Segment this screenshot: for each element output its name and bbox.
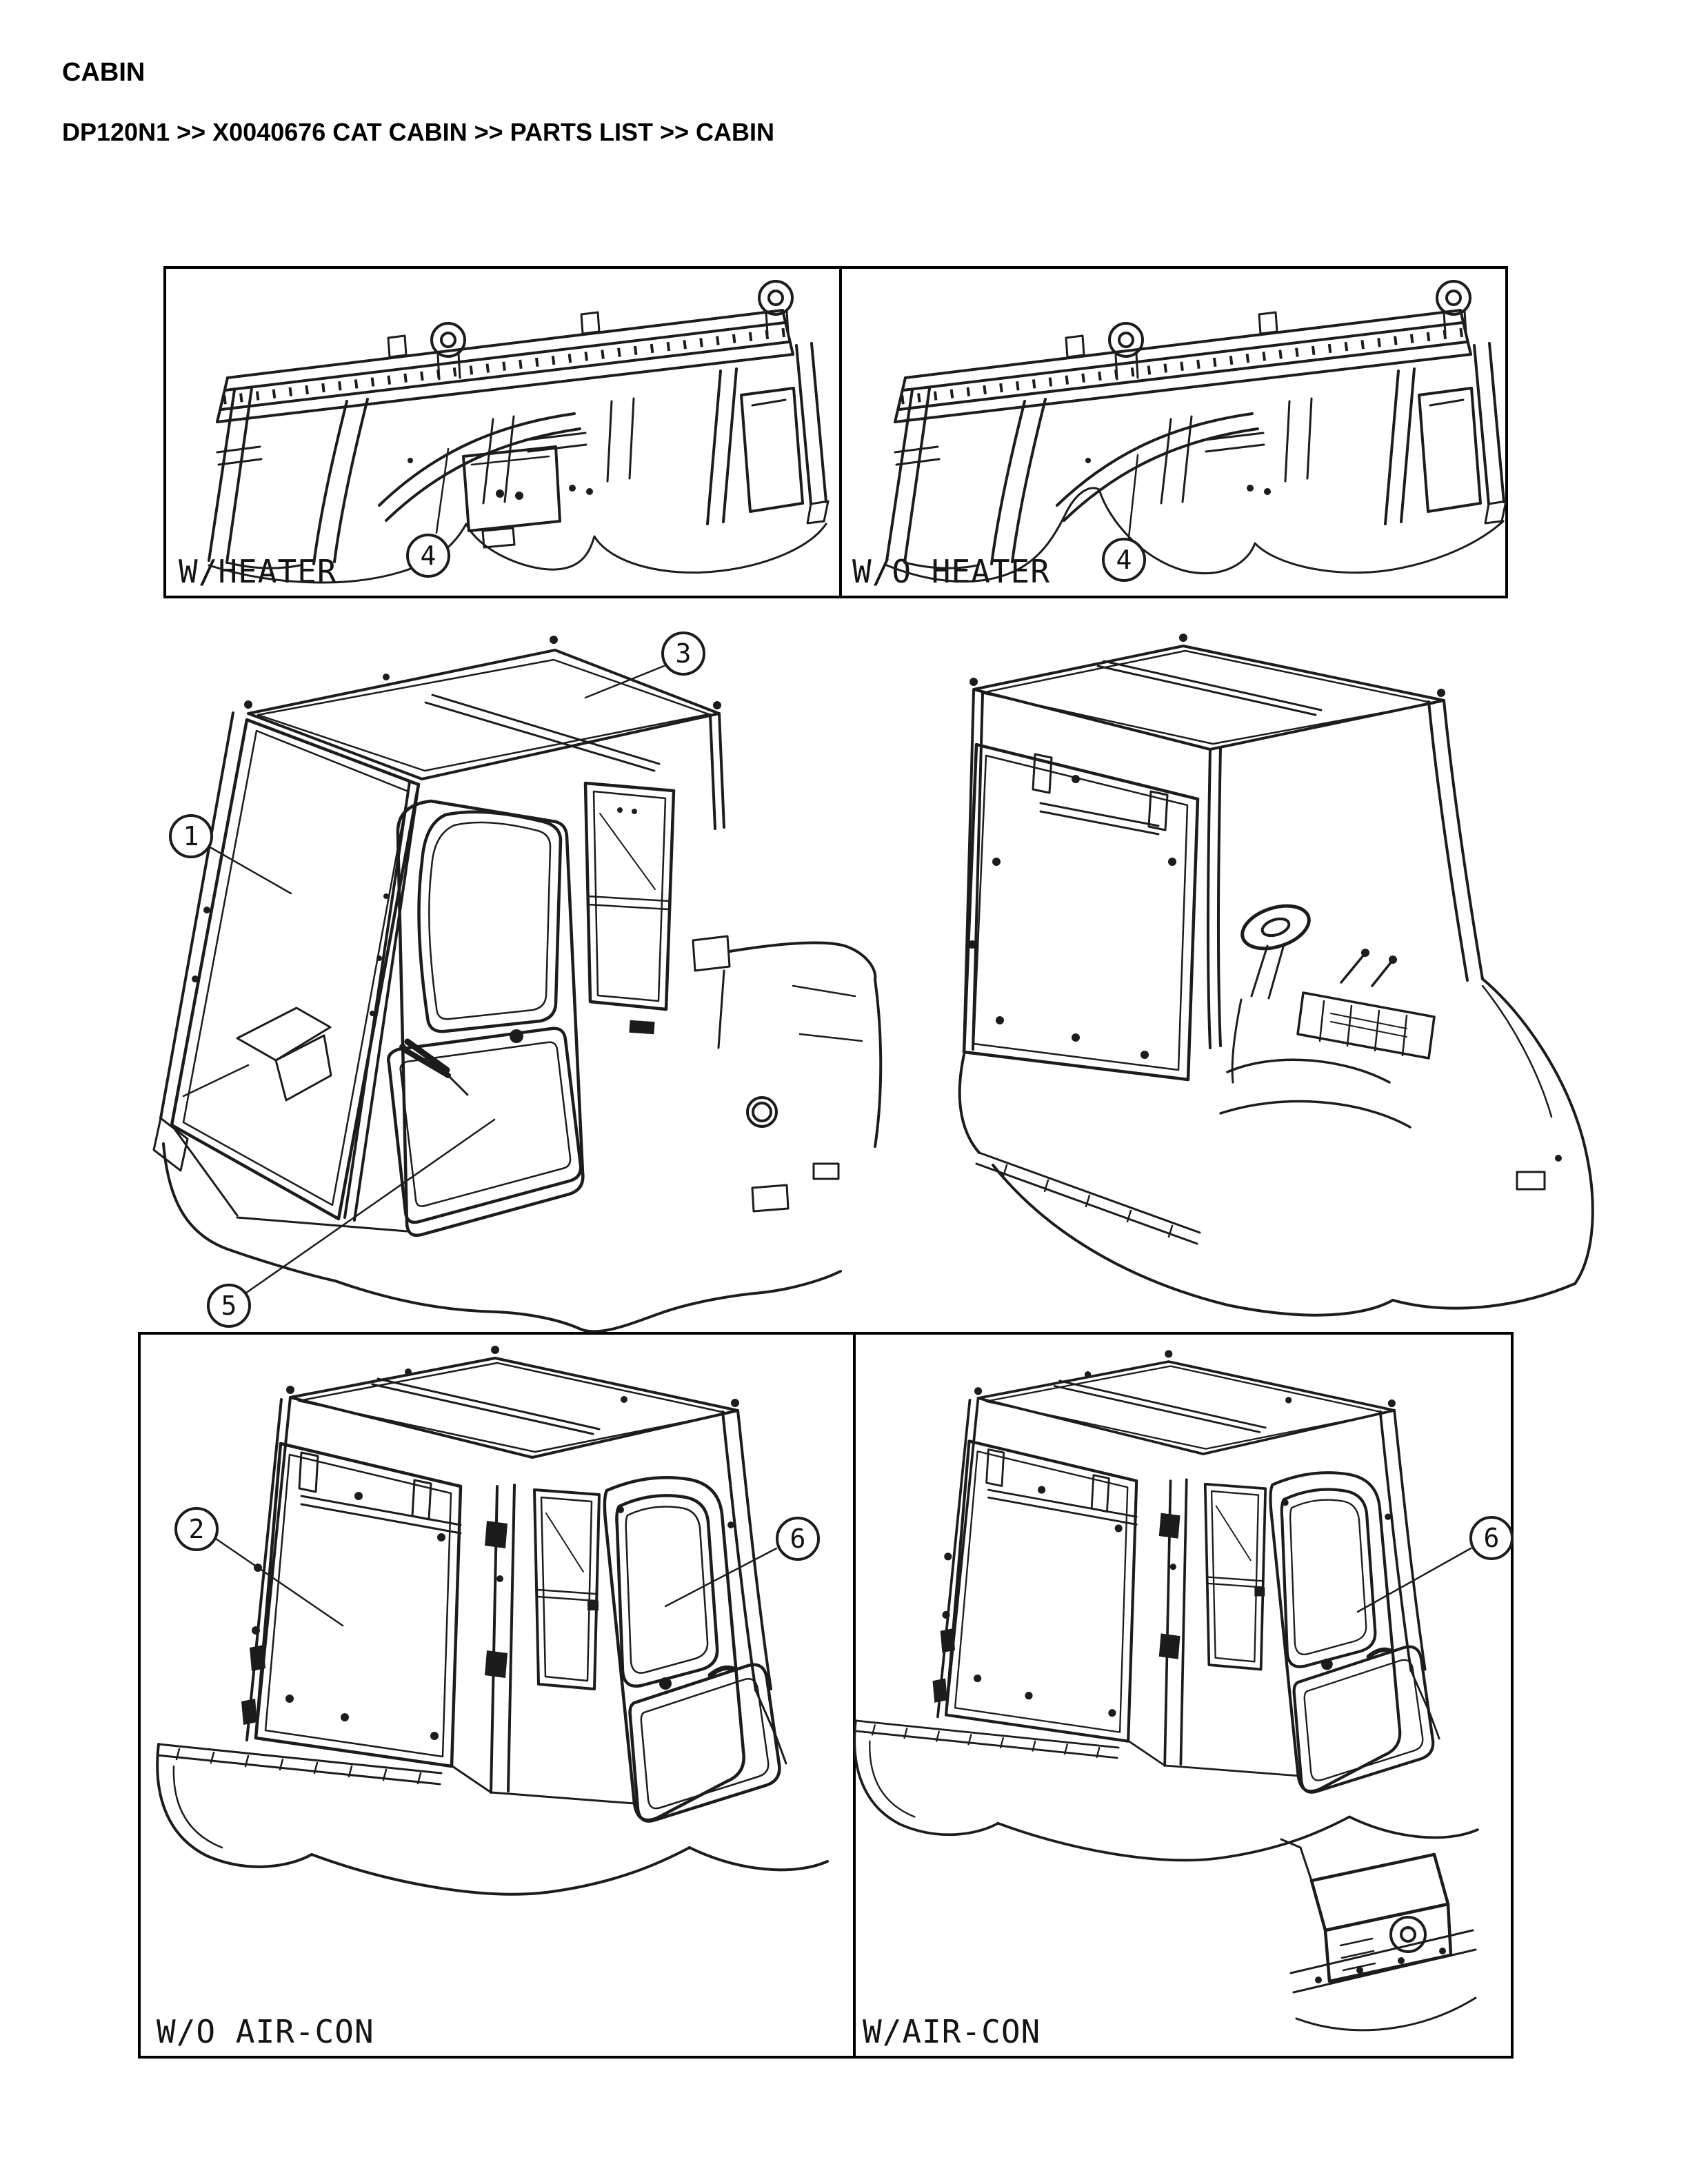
callout-number: 1 <box>183 821 199 851</box>
aircon-variants-box: W/O AIR-CON W/AIR-CON <box>138 1332 1514 2059</box>
label-wo-aircon: W/O AIR-CON <box>157 2013 374 2050</box>
callout-2-rear-panel[interactable]: 2 <box>174 1507 219 1551</box>
callout-number: 3 <box>675 638 692 669</box>
callout-3-roof[interactable]: 3 <box>661 631 705 676</box>
callout-6-aircon-window[interactable]: 6 <box>1469 1516 1514 1560</box>
aircon-box-divider <box>853 1335 856 2056</box>
callout-5-door-glass[interactable]: 5 <box>207 1284 251 1328</box>
callout-6-no-aircon-window[interactable]: 6 <box>776 1517 820 1561</box>
callout-number: 4 <box>1116 545 1132 575</box>
leader-line-front-5 <box>244 1118 496 1295</box>
page-title: CABIN <box>62 58 145 87</box>
label-wo-heater: W/O HEATER <box>852 553 1050 590</box>
callout-number: 6 <box>790 1524 806 1554</box>
heater-box-divider <box>839 269 842 596</box>
label-w-aircon: W/AIR-CON <box>863 2013 1041 2050</box>
callout-number: 6 <box>1483 1523 1500 1553</box>
callout-number: 5 <box>221 1291 237 1321</box>
callout-4-heater[interactable]: 4 <box>406 534 450 578</box>
callout-number: 2 <box>188 1514 205 1544</box>
callout-number: 4 <box>420 540 436 571</box>
leader-line-front-1 <box>208 845 292 895</box>
callout-4-no-heater[interactable]: 4 <box>1102 538 1146 582</box>
heater-variants-box: W/HEATER W/O HEATER <box>163 266 1508 598</box>
figure-cab-rear-interior-view <box>958 634 1594 1317</box>
leader-line-front-3 <box>584 665 665 699</box>
callout-1-windshield[interactable]: 1 <box>169 814 213 858</box>
figure-cab-front-view <box>152 636 883 1333</box>
label-w-heater: W/HEATER <box>179 553 337 590</box>
breadcrumb: DP120N1 >> X0040676 CAT CABIN >> PARTS L… <box>62 118 775 146</box>
